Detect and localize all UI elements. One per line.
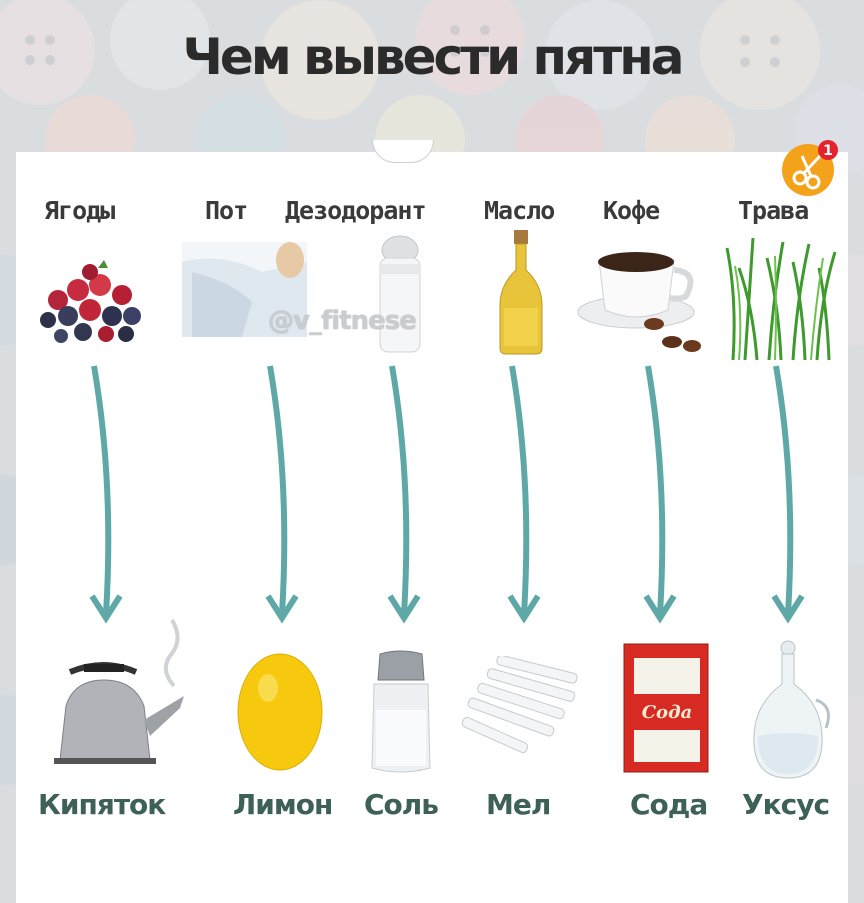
scissors-icon xyxy=(792,154,822,190)
vinegar-carafe-icon xyxy=(750,640,834,786)
remedy-label-lemon: Лимон xyxy=(233,788,333,821)
arrow-berries xyxy=(89,365,123,624)
arrow-sweat xyxy=(265,365,299,624)
page-title: Чем вывести пятна xyxy=(182,28,685,86)
coffee-cup-icon xyxy=(574,240,708,369)
stain-label-grass: Трава xyxy=(738,196,809,225)
remedy-label-soda: Сода xyxy=(630,788,708,821)
stain-label-oil: Масло xyxy=(484,196,555,225)
chalk-icon xyxy=(456,654,582,760)
soda-box-icon: Сода xyxy=(620,640,712,780)
arrow-grass xyxy=(771,365,805,624)
content-card xyxy=(16,152,848,903)
stain-label-berries: Ягоды xyxy=(44,196,115,225)
remedy-label-chalk: Мел xyxy=(486,788,551,821)
kettle-icon xyxy=(44,610,194,774)
salt-shaker-icon xyxy=(366,650,436,778)
arrow-deodorant xyxy=(387,365,421,624)
badge-count: 1 xyxy=(823,143,833,159)
soda-box-text: Сода xyxy=(642,702,693,723)
remedy-label-boiling-water: Кипяток xyxy=(38,788,166,821)
stain-label-deodorant: Дезодорант xyxy=(285,196,427,225)
arrow-coffee xyxy=(643,365,677,624)
stain-label-sweat: Пот xyxy=(205,196,248,225)
berries-icon xyxy=(28,250,153,354)
watermark: @v_fitnese xyxy=(268,306,417,336)
grass-icon xyxy=(723,237,841,364)
remedy-label-vinegar: Уксус xyxy=(742,788,830,821)
oil-bottle-icon xyxy=(492,230,552,359)
stain-label-coffee: Кофе xyxy=(603,196,660,225)
deodorant-icon xyxy=(370,234,430,358)
scissors-badge[interactable]: 1 xyxy=(780,136,850,210)
arrow-oil xyxy=(507,365,541,624)
remedy-label-salt: Соль xyxy=(364,788,439,821)
lemon-icon xyxy=(232,648,328,776)
sweat-shirt-icon xyxy=(182,242,307,341)
